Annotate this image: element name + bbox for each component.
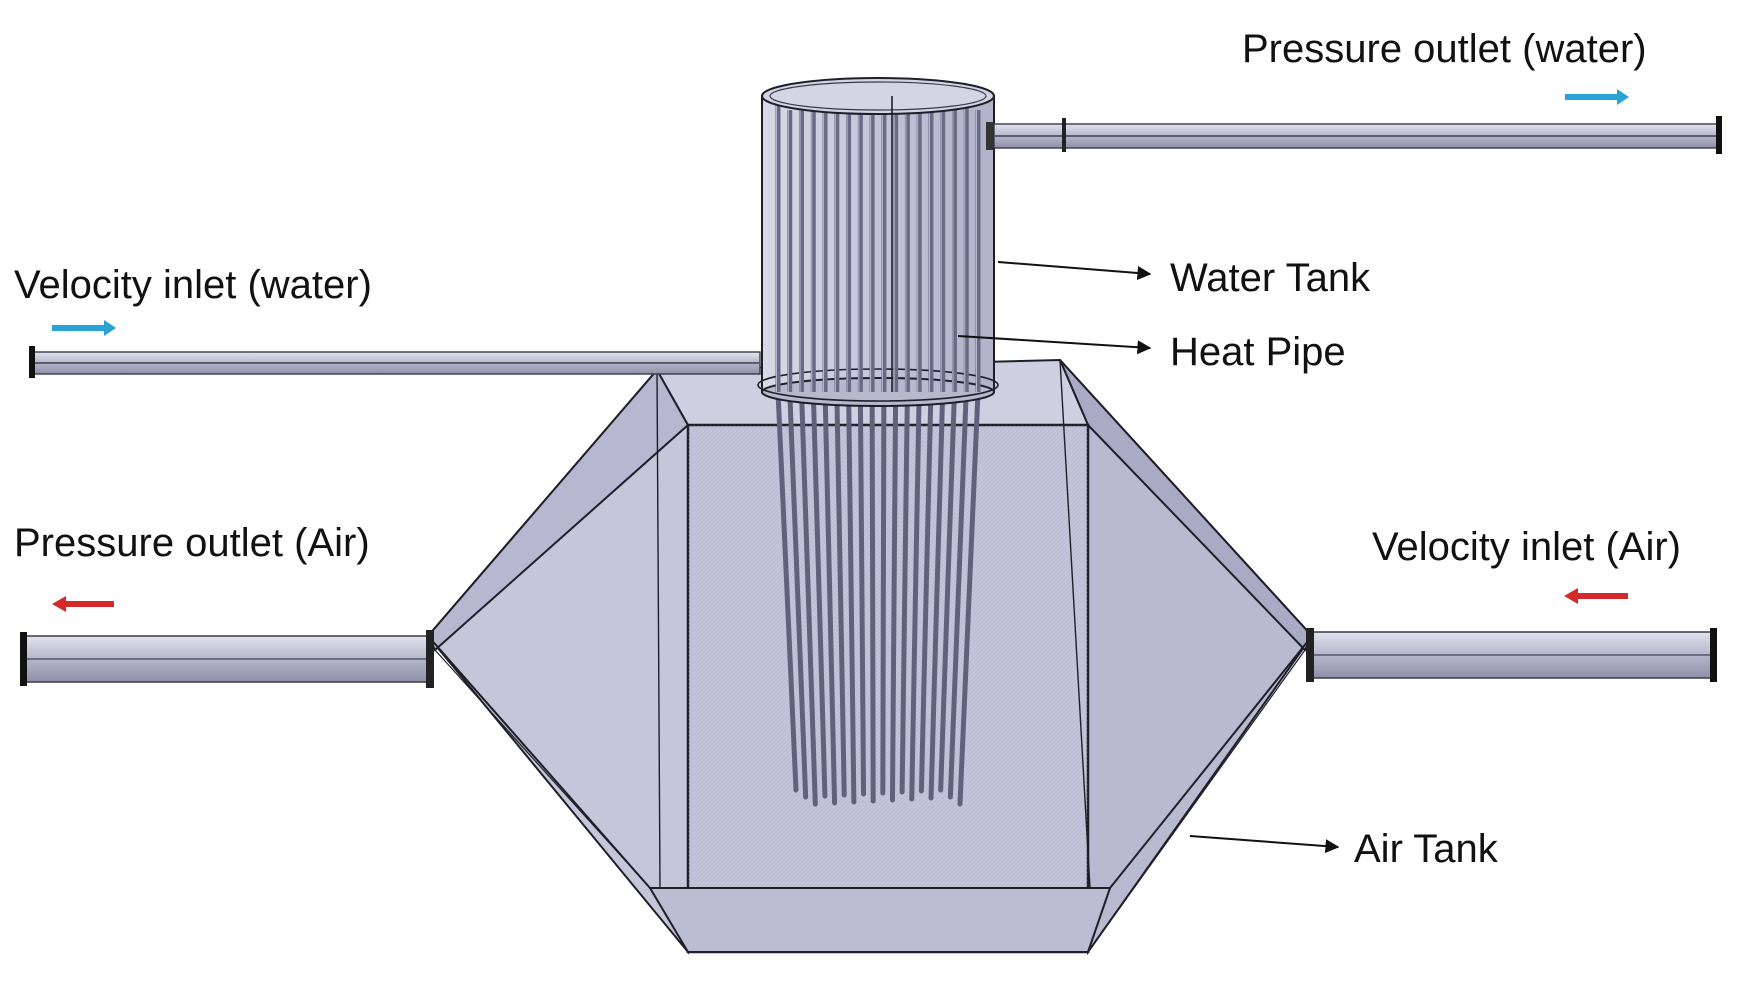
heat-pipe (928, 389, 946, 801)
heat-pipe (857, 389, 867, 797)
heat-pipe-label: Heat Pipe (1170, 330, 1346, 374)
heat-pipe (787, 389, 809, 800)
heat-pipe (775, 389, 799, 793)
heat-pipe (810, 389, 828, 799)
velocity-inlet-air-label: Velocity inlet (Air) (1372, 525, 1681, 569)
air-tank-label: Air Tank (1354, 827, 1499, 871)
air-inlet-duct (1306, 628, 1717, 682)
air-outlet-flow-arrow-icon (52, 596, 114, 612)
heat-pipe (869, 389, 876, 804)
water-tank-label: Water Tank (1170, 256, 1371, 300)
air-tank-right-face (1059, 359, 1314, 956)
heat-pipe (909, 389, 922, 802)
water-inlet-flow-arrow-icon (52, 320, 116, 336)
heat-pipes-upper (775, 102, 981, 392)
heat-pipe (799, 389, 818, 807)
heat-pipe (947, 389, 969, 800)
air-outlet-duct (20, 630, 434, 688)
heat-pipe (918, 389, 934, 794)
air-tank (426, 358, 1314, 956)
water-outlet-flow-arrow-icon (1565, 89, 1629, 105)
heat-pipe (822, 389, 838, 806)
water-outlet-pipe (986, 116, 1722, 154)
water-tank-body (761, 95, 995, 393)
pressure-outlet-water-label: Pressure outlet (water) (1242, 27, 1647, 71)
heat-pipe (846, 389, 857, 805)
heat-pipe (889, 389, 899, 803)
water-tank-leader-line (997, 261, 1152, 280)
water-tank (757, 77, 999, 407)
heat-pipe (834, 389, 847, 798)
velocity-inlet-water-label: Velocity inlet (water) (14, 263, 372, 307)
air-tank-leader-line (1189, 835, 1340, 854)
heat-pipe (880, 389, 887, 796)
air-inlet-flow-arrow-icon (1564, 588, 1628, 604)
pressure-outlet-air-label: Pressure outlet (Air) (14, 521, 370, 565)
heat-pipe (938, 389, 957, 793)
water-inlet-pipe (29, 346, 761, 378)
water-tank-top (761, 77, 995, 115)
heat-pipe (957, 389, 981, 807)
heat-pipes-lower (775, 389, 981, 807)
heat-pipe-leader-line (957, 335, 1152, 355)
heat-pipe (899, 389, 910, 795)
